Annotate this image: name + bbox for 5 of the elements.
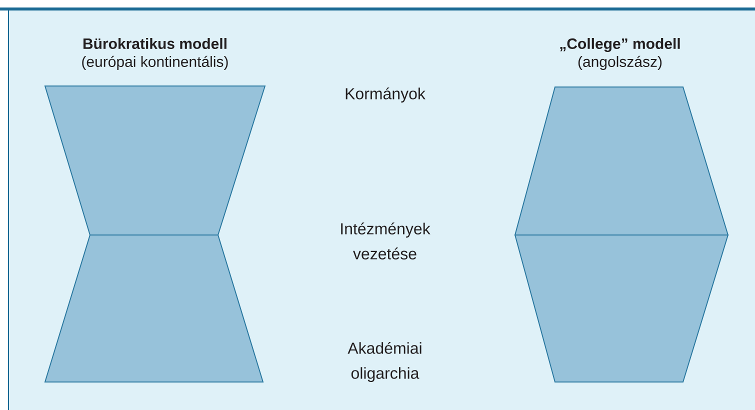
figure-heading: Bürokratikus modell (európai kontinentális) — [82, 38, 228, 70]
level-label: Kormányok — [346, 87, 426, 103]
level-label: Akadémiai oligarchia — [348, 342, 422, 382]
level-label: Intézmények vezetése — [341, 222, 430, 260]
figure-heading: „College” modell (angolszász) — [560, 38, 680, 70]
